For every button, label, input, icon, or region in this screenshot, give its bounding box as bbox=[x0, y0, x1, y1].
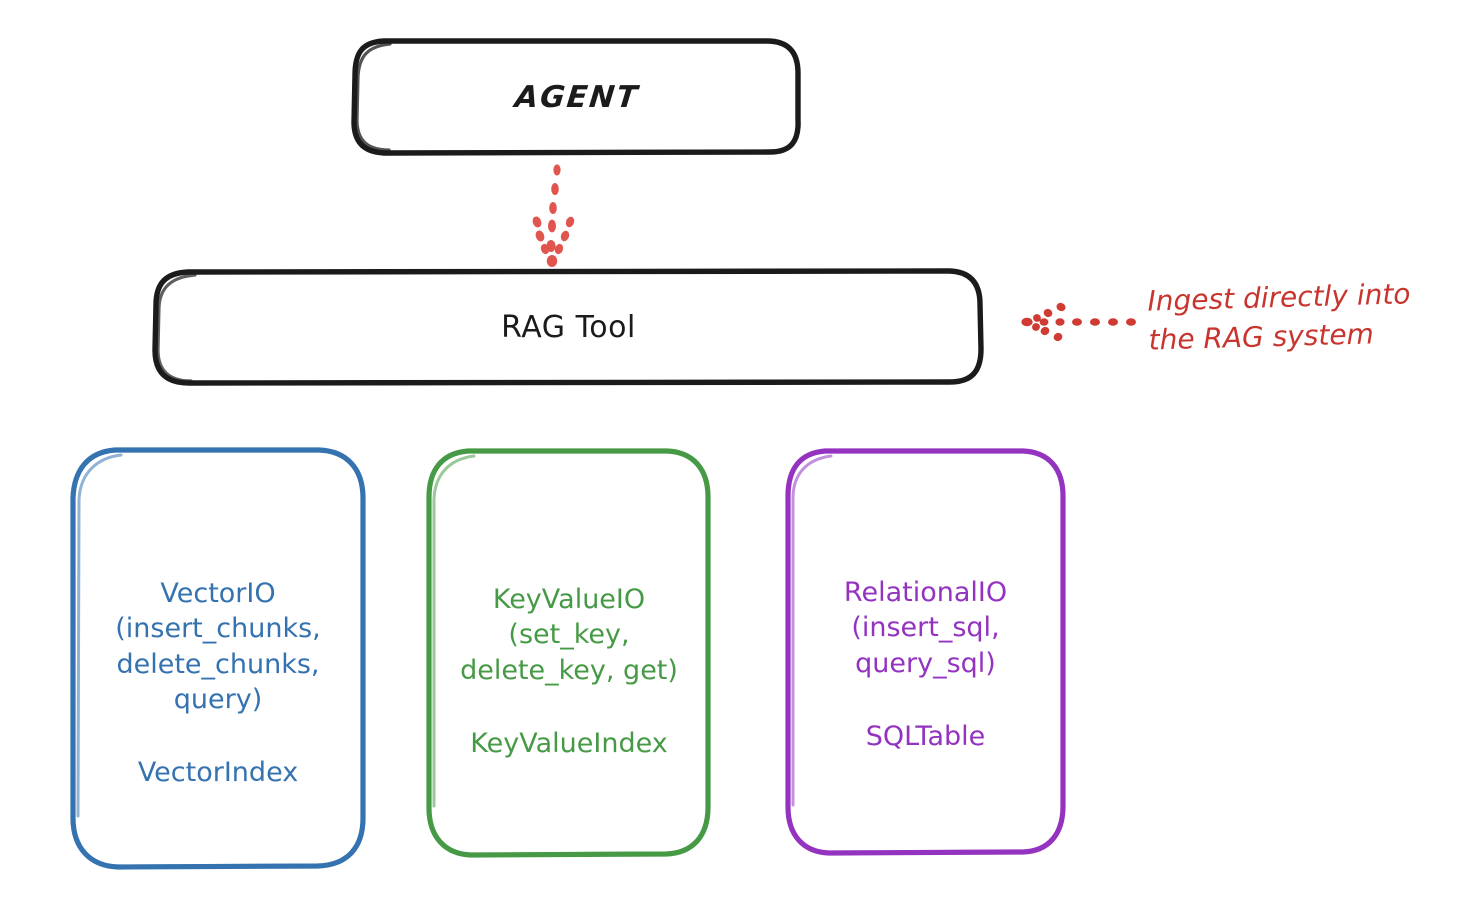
agent-to-rag-arrow bbox=[532, 164, 575, 267]
vector-io-api-label: VectorIO (insert_chunks, delete_chunks, … bbox=[115, 578, 321, 715]
key-value-io-api-label: KeyValueIO (set_key, delete_key, get) bbox=[460, 584, 678, 686]
relational-io-api-label: RelationalIO (insert_sql, query_sql) bbox=[843, 577, 1008, 679]
rag-tool-node[interactable]: RAG Tool bbox=[155, 270, 982, 384]
vector-io-card[interactable]: VectorIO (insert_chunks, delete_chunks, … bbox=[72, 448, 364, 868]
key-value-io-card[interactable]: KeyValueIO (set_key, delete_key, get) Ke… bbox=[428, 450, 710, 855]
agent-box-outline bbox=[351, 38, 801, 156]
ingest-annotation-label: Ingest directly into the RAG system bbox=[1147, 277, 1411, 357]
agent-label: AGENT bbox=[513, 79, 641, 115]
sql-table-label: SQLTable bbox=[865, 720, 986, 752]
ingest-to-rag-arrow bbox=[1021, 302, 1136, 342]
rag-tool-box-outline bbox=[152, 268, 984, 386]
keyvalue-card-outline bbox=[426, 448, 711, 858]
relational-io-card[interactable]: RelationalIO (insert_sql, query_sql) SQL… bbox=[787, 450, 1064, 853]
agent-node[interactable]: AGENT bbox=[354, 40, 800, 154]
vector-index-label: VectorIndex bbox=[137, 756, 299, 788]
vector-card-outline bbox=[70, 447, 366, 870]
relational-card-outline bbox=[785, 448, 1066, 856]
key-value-index-label: KeyValueIndex bbox=[470, 727, 668, 759]
rag-tool-label: RAG Tool bbox=[501, 309, 636, 345]
